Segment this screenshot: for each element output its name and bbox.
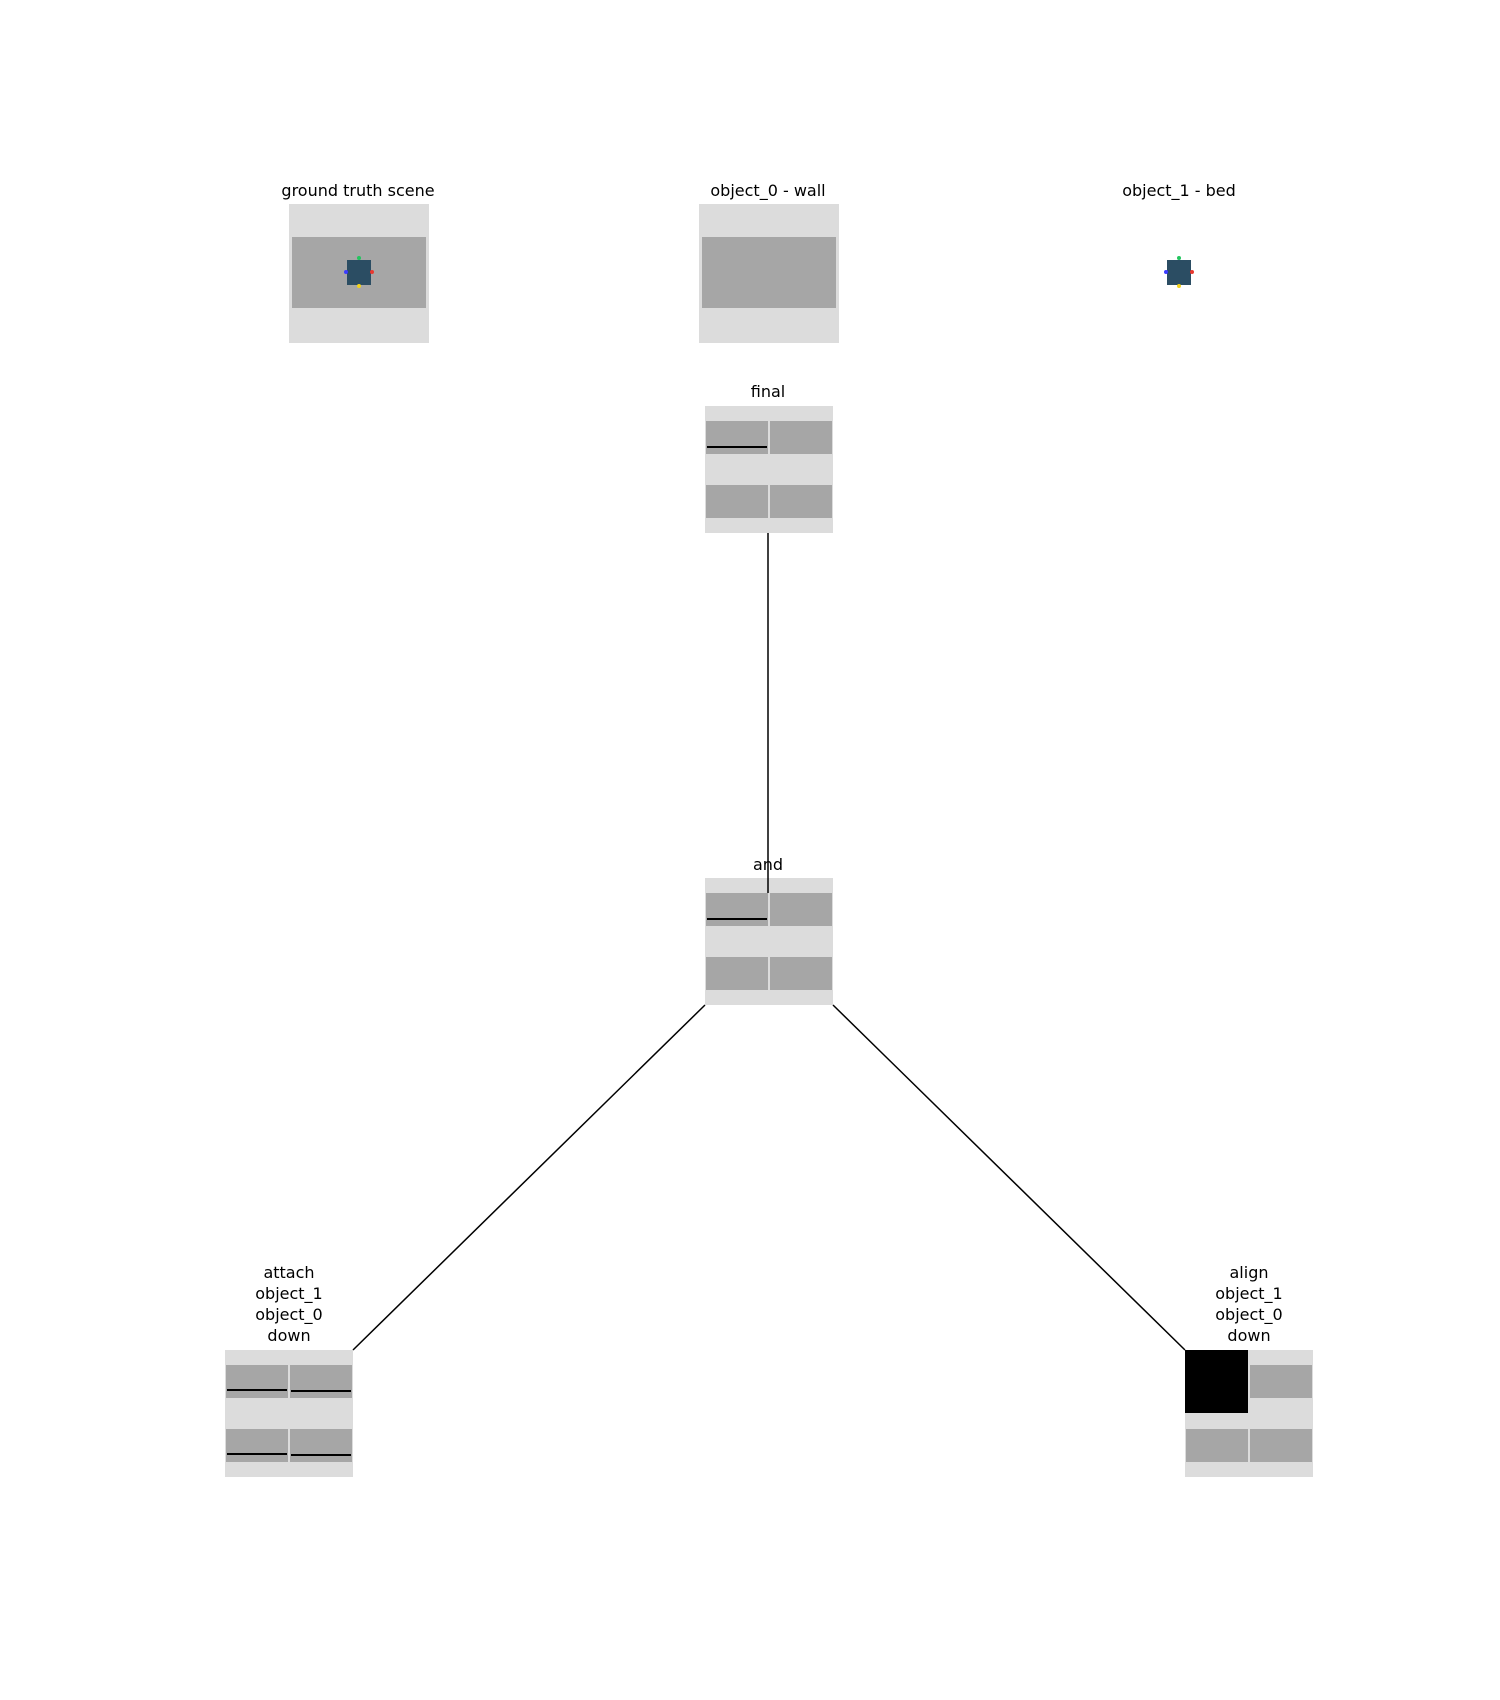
cell-bottom-right bbox=[770, 957, 832, 990]
wall-shape bbox=[702, 237, 836, 308]
node-label-attach-line-1: attach bbox=[263, 1263, 314, 1282]
cell-bottom-left bbox=[1186, 1429, 1248, 1462]
edge-and-align bbox=[832, 1004, 1186, 1351]
node-final: final bbox=[705, 382, 833, 533]
cell-top-left bbox=[706, 421, 768, 454]
bed-shape bbox=[1167, 260, 1191, 285]
panel-ground-truth-scene: ground truth scene bbox=[281, 181, 435, 343]
node-label-attach-line-2: object_1 bbox=[255, 1284, 322, 1304]
cell-bottom-left bbox=[706, 957, 768, 990]
node-label-align-line-3: object_0 bbox=[1215, 1305, 1282, 1325]
cell-bottom-right bbox=[290, 1429, 352, 1462]
cell-bottom-left bbox=[226, 1429, 288, 1462]
cell-top-left bbox=[226, 1365, 288, 1398]
node-and: and bbox=[705, 855, 833, 1005]
cell-bottom-right bbox=[770, 485, 832, 518]
node-label-attach-line-3: object_0 bbox=[255, 1305, 322, 1325]
node-attach: attach object_1 object_0 down bbox=[225, 1263, 353, 1477]
bed-marker-red bbox=[1190, 270, 1194, 274]
cell-bottom-left bbox=[706, 485, 768, 518]
panel-title-object-1: object_1 - bed bbox=[1122, 181, 1236, 201]
node-label-align-line-1: align bbox=[1230, 1263, 1269, 1282]
cell-bottom-right bbox=[1250, 1429, 1312, 1462]
node-label-align-line-2: object_1 bbox=[1215, 1284, 1282, 1304]
bed-shape bbox=[347, 260, 371, 285]
panel-object-0-wall: object_0 - wall bbox=[699, 181, 839, 343]
node-label-final: final bbox=[751, 382, 785, 401]
panel-title-ground-truth: ground truth scene bbox=[281, 181, 434, 200]
node-align: align object_1 object_0 down bbox=[1185, 1263, 1313, 1477]
bed-marker-yellow bbox=[357, 284, 361, 288]
node-label-and: and bbox=[753, 855, 783, 874]
cell-top-right bbox=[770, 893, 832, 926]
bed-marker-green bbox=[1177, 256, 1181, 260]
node-label-align-line-4: down bbox=[1227, 1326, 1270, 1345]
tree-edges bbox=[352, 532, 1186, 1351]
cell-top-right bbox=[1250, 1365, 1312, 1398]
cell-top-right bbox=[770, 421, 832, 454]
bed-marker-yellow bbox=[1177, 284, 1181, 288]
cell-top-left bbox=[706, 893, 768, 926]
bed-marker-blue bbox=[344, 270, 348, 274]
bed-marker-red bbox=[370, 270, 374, 274]
bed-marker-blue bbox=[1164, 270, 1168, 274]
edge-and-attach bbox=[352, 1004, 706, 1351]
panel-object-1-bed: object_1 - bed bbox=[1122, 181, 1236, 288]
cell-top-right bbox=[290, 1365, 352, 1398]
node-label-attach-line-4: down bbox=[267, 1326, 310, 1345]
bed-marker-green bbox=[357, 256, 361, 260]
panel-title-object-0: object_0 - wall bbox=[710, 181, 825, 201]
cell-top-left-black bbox=[1185, 1350, 1248, 1413]
